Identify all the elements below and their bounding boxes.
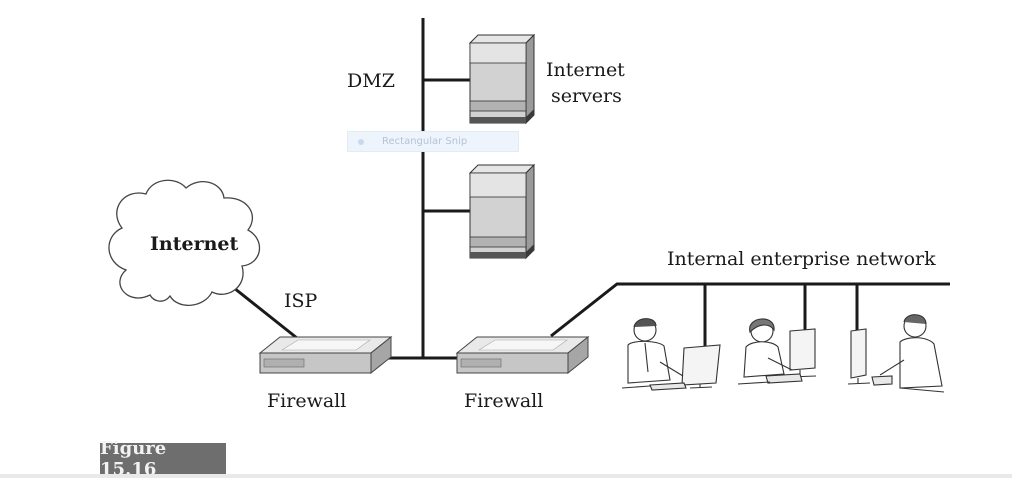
server-1-icon bbox=[468, 33, 536, 125]
internet-servers-label-line-1: Internet bbox=[546, 59, 625, 81]
isp-link-line bbox=[233, 286, 303, 344]
isp-label: ISP bbox=[284, 290, 318, 312]
workstation-3-icon bbox=[847, 314, 945, 393]
firewall-left-label: Firewall bbox=[267, 390, 347, 412]
firewall-left-icon bbox=[258, 335, 393, 375]
internal-network-line bbox=[550, 282, 950, 338]
internet-cloud-label: Internet bbox=[150, 233, 239, 255]
firewall-right-label: Firewall bbox=[464, 390, 544, 412]
firewall-right-icon bbox=[455, 335, 590, 375]
snip-label: Rectangular Snip bbox=[382, 136, 468, 147]
server-2-icon bbox=[468, 163, 536, 260]
internal-network-label: Internal enterprise network bbox=[667, 248, 936, 270]
workstation-1-icon bbox=[621, 318, 721, 391]
internet-servers-label-line-2: servers bbox=[551, 85, 622, 107]
bottom-divider bbox=[0, 474, 1012, 478]
dmz-label: DMZ bbox=[347, 70, 395, 92]
workstation-2-icon bbox=[737, 318, 817, 385]
snip-icon bbox=[358, 138, 364, 145]
figure-caption-tag: Figure 15.16 bbox=[100, 438, 226, 480]
internet-cloud-icon bbox=[108, 179, 261, 306]
rectangular-snip-overlay: Rectangular Snip bbox=[347, 131, 519, 152]
